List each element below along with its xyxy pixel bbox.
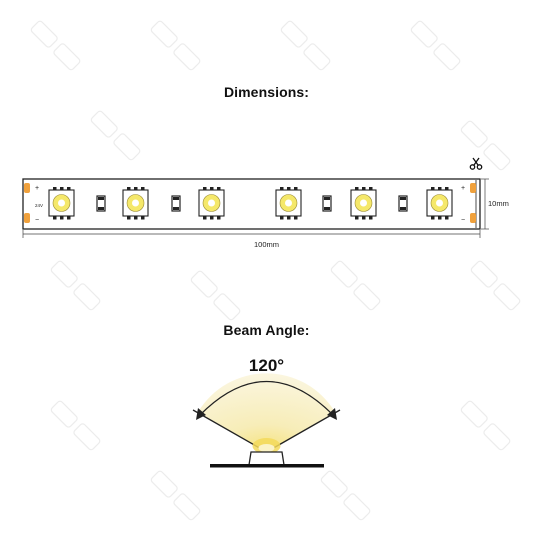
resistor-3 (322, 195, 332, 212)
led-source-core (258, 444, 275, 452)
length-label: 100mm (253, 240, 279, 249)
resistor-1 (96, 195, 106, 212)
width-label: 10mm (488, 199, 509, 208)
smd-led-4 (275, 187, 302, 220)
led-group (48, 187, 453, 220)
solder-pad-right-bottom (470, 213, 476, 223)
beam-cone (198, 373, 335, 452)
dimensions-title: Dimensions: (223, 84, 310, 100)
beam-angle-value: 120° (248, 356, 285, 375)
solder-pad-right-top (470, 183, 476, 193)
smd-led-6 (426, 187, 453, 220)
resistor-group (96, 195, 408, 212)
beam-angle-title: Beam Angle: (223, 322, 310, 338)
polarity-minus-right: − (461, 217, 465, 224)
smd-led-5 (350, 187, 377, 220)
solder-pad-left-top (24, 183, 30, 193)
beam-arc (199, 380, 334, 416)
arrowhead-left-icon (196, 408, 206, 420)
smd-led-3 (198, 187, 225, 220)
polarity-minus-left: − (35, 217, 39, 224)
smd-led-1 (48, 187, 75, 220)
led-package (248, 451, 285, 466)
scissors-icon (469, 157, 483, 170)
polarity-plus-left: + (35, 185, 39, 192)
voltage-mark: 24V (35, 203, 43, 208)
solder-pad-left-bottom (24, 213, 30, 223)
smd-led-2 (122, 187, 149, 220)
arrowhead-right-icon (327, 408, 337, 420)
led-base-board (210, 464, 324, 468)
polarity-plus-right: + (461, 185, 465, 192)
resistor-2 (171, 195, 181, 212)
resistor-4 (398, 195, 408, 212)
